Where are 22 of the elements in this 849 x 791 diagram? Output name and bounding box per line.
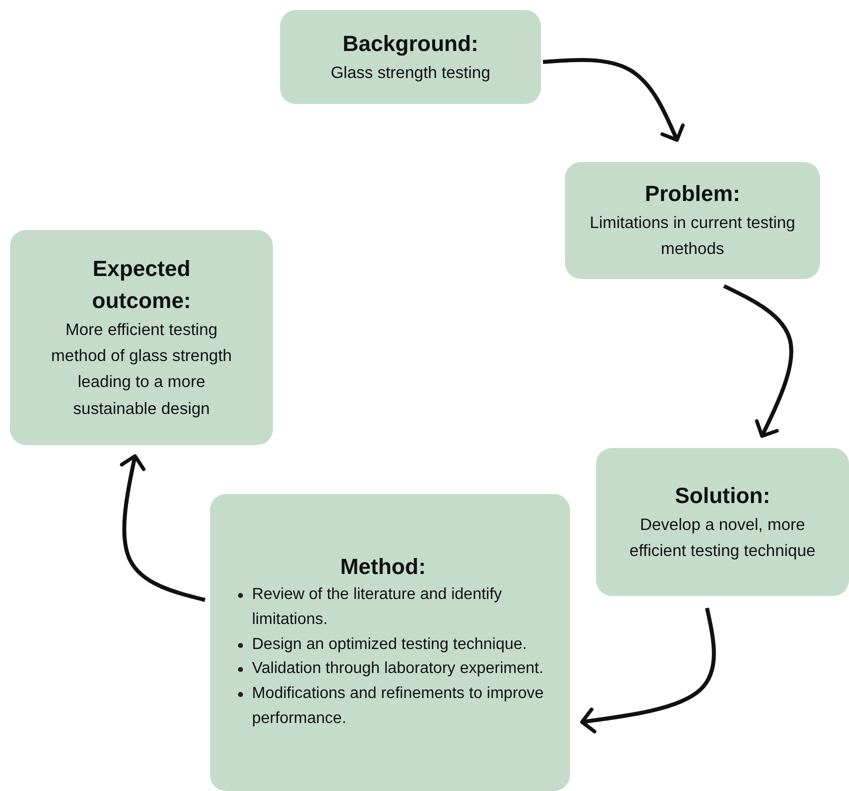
box-text: Limitations in current testing methods: [588, 213, 796, 260]
bullet-item: Design an optimized testing technique.: [218, 632, 548, 658]
process-box: [596, 448, 849, 596]
process-box: [565, 162, 820, 279]
box-heading: Background:: [342, 30, 478, 58]
box-heading: Method:: [340, 553, 426, 582]
box-heading: Solution:: [674, 482, 770, 510]
process-box: [10, 230, 273, 445]
curved-arrow: [580, 608, 716, 734]
process-box: [210, 494, 570, 791]
box-heading: Problem:: [644, 180, 740, 208]
box-text: Glass strength testing: [330, 62, 490, 84]
bullet-item: Validation through laboratory experiment.: [218, 657, 548, 682]
curved-arrow: [723, 284, 794, 438]
box-heading: Expected outcome:: [91, 254, 192, 315]
bullet-item: Review of the literature and identify limitations.: [218, 583, 548, 633]
curved-arrow: [542, 58, 685, 142]
box-text: Develop a novel, more efficient testing technique: [628, 514, 816, 562]
process-box: [280, 10, 541, 104]
bullet-item: Modifications and refinements to improve performance.: [218, 682, 548, 732]
curved-arrow: [120, 454, 206, 602]
box-text: More efficient testing method of glass strength leading to a more sustainable design: [50, 320, 233, 420]
